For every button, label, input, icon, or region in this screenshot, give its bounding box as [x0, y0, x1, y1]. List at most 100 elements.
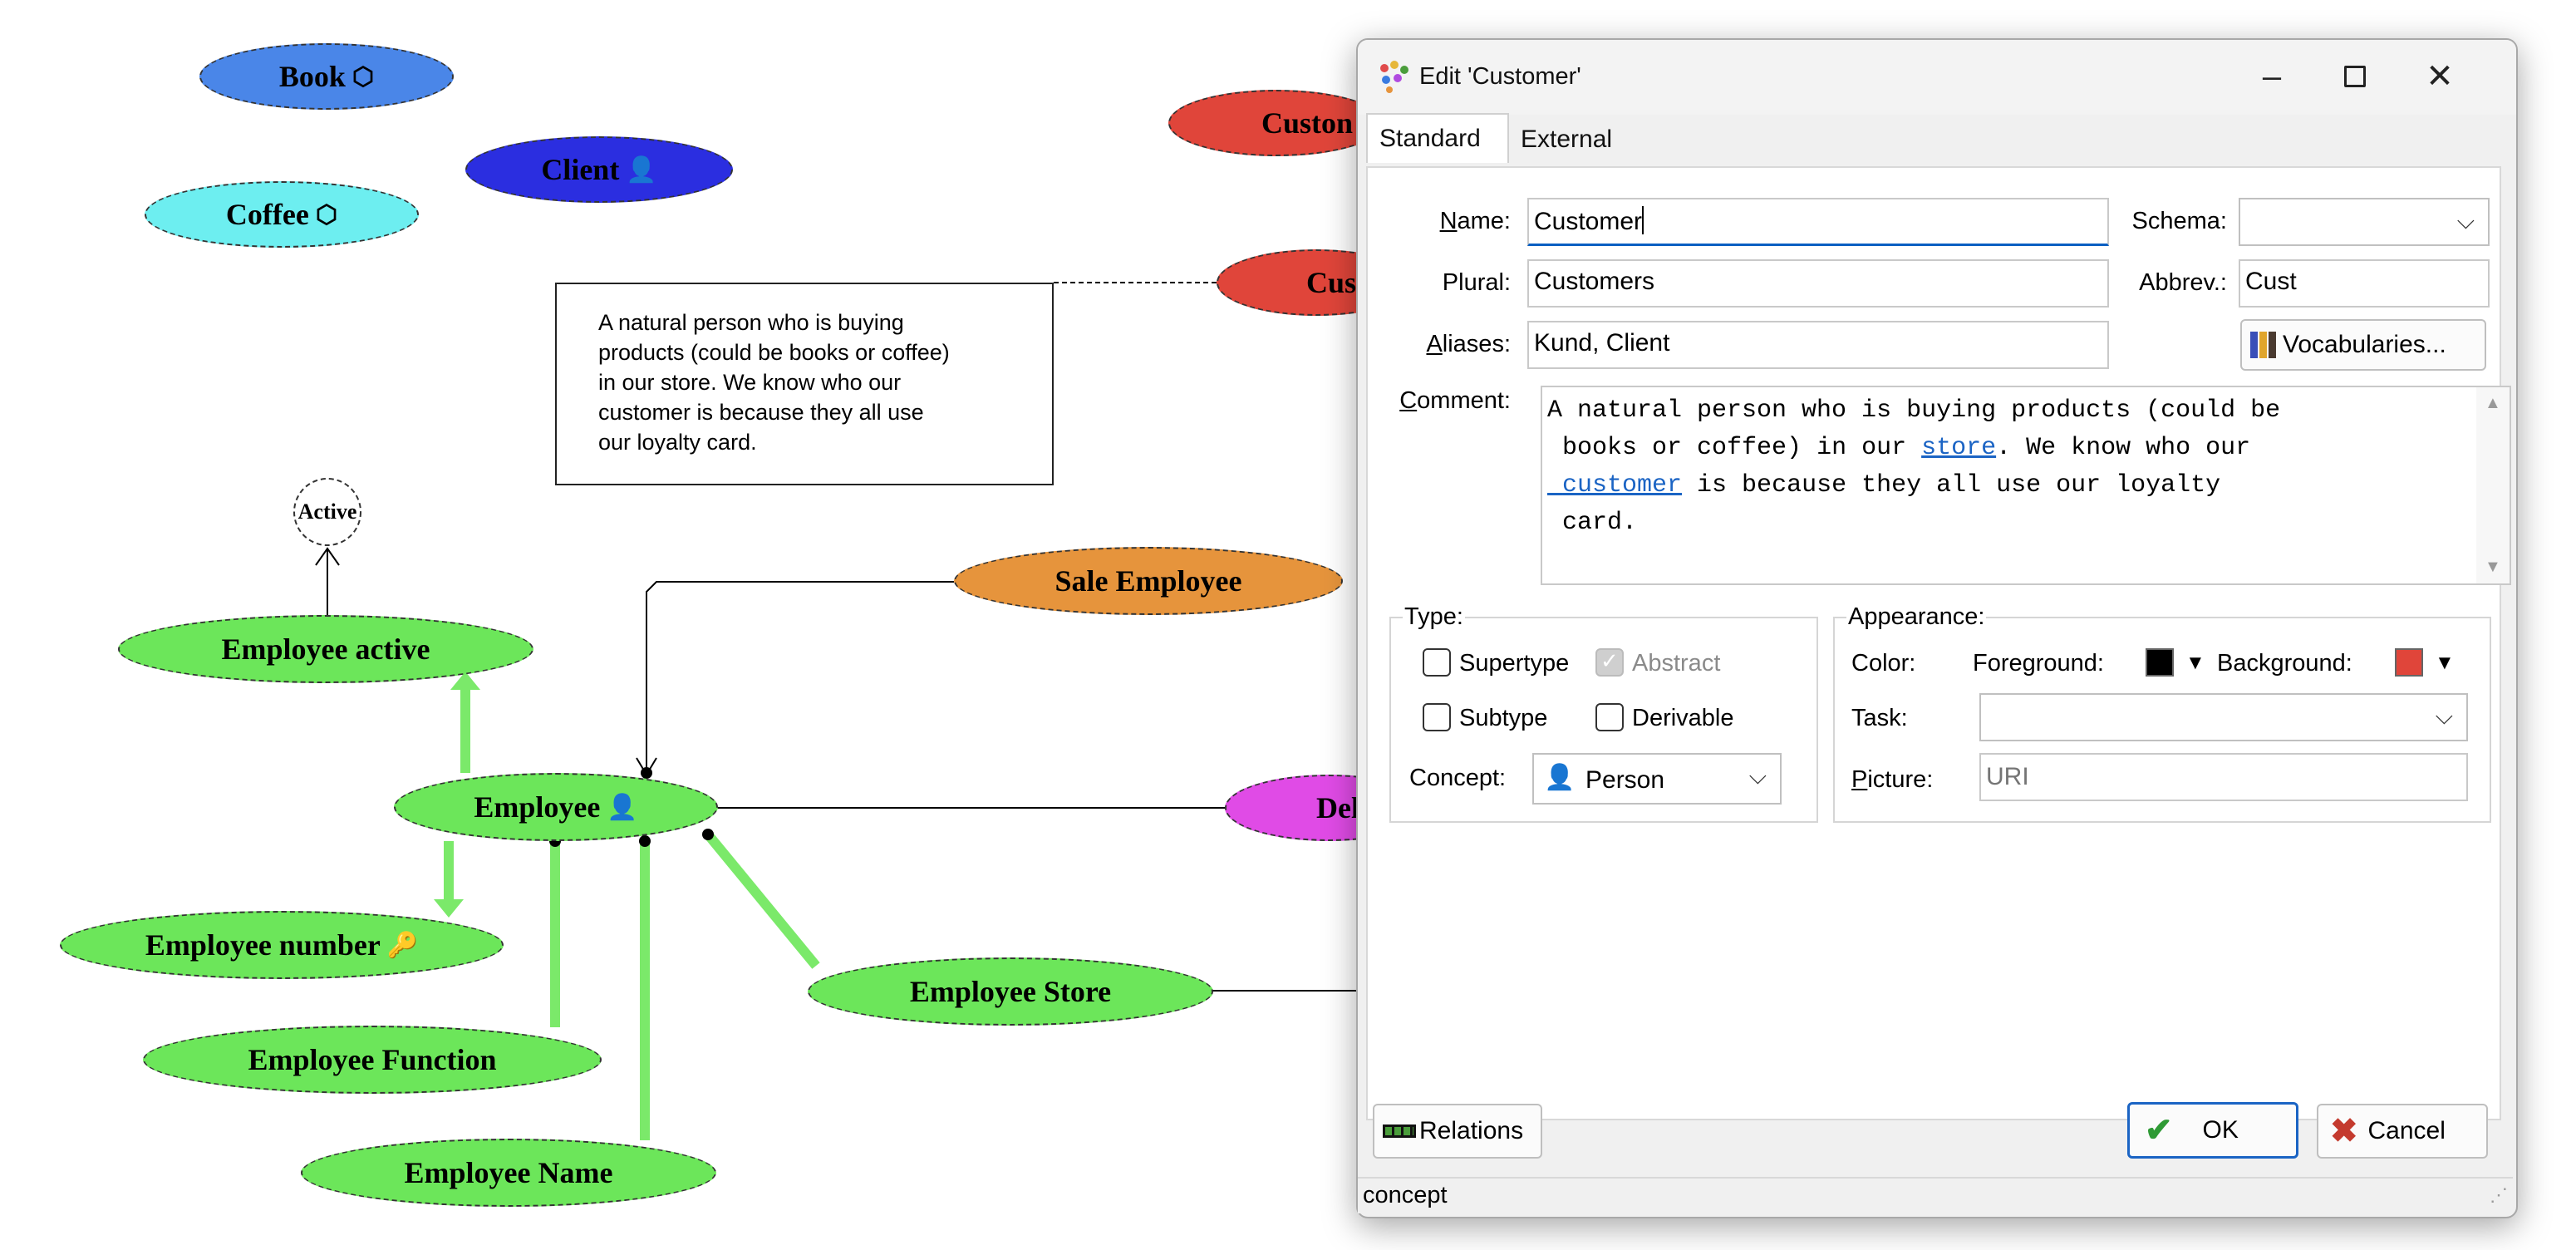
store-link[interactable]: store — [1921, 434, 1997, 462]
key-icon: 🔑 — [386, 931, 419, 959]
background-swatch[interactable] — [2395, 648, 2423, 677]
cancel-label: Cancel — [2367, 1117, 2446, 1144]
comment-textarea[interactable]: A natural person who is buying products … — [1541, 386, 2511, 585]
chevron-down-icon: ⌵ — [2456, 208, 2475, 234]
appearance-group-label: Appearance: — [1846, 603, 1987, 631]
employee-store-label: Employee Store — [909, 975, 1112, 1008]
customer-top-node[interactable]: Custon — [1168, 90, 1384, 156]
status-text: concept — [1363, 1182, 1448, 1208]
check-icon: ✓ — [1600, 648, 1619, 673]
employee-name-node[interactable]: Employee Name — [301, 1139, 716, 1207]
client-label: Client — [541, 153, 620, 186]
subtype-checkbox[interactable] — [1423, 703, 1451, 731]
task-select[interactable]: ⌵ — [1979, 693, 2468, 741]
coffee-node[interactable]: Coffee⬡ — [145, 181, 419, 248]
cube-icon: ⬡ — [351, 62, 375, 91]
person-icon: 👤 — [607, 793, 638, 821]
schema-label: Schema: — [2131, 208, 2227, 234]
employee-store-node[interactable]: Employee Store — [808, 957, 1213, 1026]
comment-scrollbar[interactable]: ▲ ▼ — [2476, 387, 2510, 583]
comment-text: A natural person who is buying products … — [1547, 396, 2281, 425]
book-node[interactable]: Book⬡ — [199, 43, 454, 110]
dialog-title: Edit 'Customer' — [1419, 63, 1581, 90]
client-node[interactable]: Client👤 — [465, 136, 733, 203]
derivable-checkbox[interactable] — [1595, 703, 1624, 731]
subtype-label: Subtype — [1459, 705, 1548, 731]
foreground-swatch[interactable] — [2146, 648, 2174, 677]
checkmark-icon: ✔ — [2145, 1112, 2173, 1149]
abbrev-value: Cust — [2245, 268, 2297, 295]
sale-employee-label: Sale Employee — [1054, 564, 1242, 598]
scroll-down-icon[interactable]: ▼ — [2485, 558, 2501, 576]
customer-mid-label: Cus — [1306, 266, 1357, 299]
foreground-label: Foreground: — [1973, 650, 2104, 677]
coffee-label: Coffee — [225, 198, 309, 231]
person-icon: 👤 — [1544, 764, 1576, 791]
comment-note[interactable]: A natural person who is buying products … — [555, 283, 1054, 485]
background-dropdown-icon[interactable]: ▼ — [2435, 652, 2455, 674]
sale-employee-node[interactable]: Sale Employee — [954, 547, 1343, 615]
minimize-button[interactable]: – — [2262, 57, 2282, 95]
foreground-dropdown-icon[interactable]: ▼ — [2185, 652, 2205, 674]
employee-name-label: Employee Name — [404, 1156, 613, 1189]
concept-value: Person — [1585, 766, 1665, 794]
employee-active-node[interactable]: Employee active — [118, 615, 533, 683]
employee-label: Employee — [474, 790, 601, 824]
picture-field[interactable] — [1979, 753, 2468, 801]
active-node-circle[interactable] — [293, 478, 361, 546]
close-icon: ✕ — [2426, 58, 2454, 95]
aliases-value: Kund, Client — [1534, 329, 1670, 357]
deliverer-label: Del — [1316, 791, 1359, 824]
concept-label: Concept: — [1409, 765, 1507, 791]
color-label: Color: — [1851, 650, 1916, 677]
abstract-checkbox[interactable]: ✓ — [1595, 648, 1624, 677]
cube-icon: ⬡ — [315, 200, 338, 229]
books-icon — [2250, 332, 2276, 358]
ok-label: OK — [2202, 1116, 2239, 1144]
employee-active-label: Employee active — [221, 632, 430, 666]
cancel-button[interactable]: ✖ Cancel — [2317, 1104, 2488, 1159]
tab-standard[interactable]: Standard — [1366, 113, 1509, 163]
note-line: customer is because they all use — [598, 400, 924, 425]
resize-grip-icon[interactable]: ⋰ — [2490, 1184, 2508, 1205]
supertype-checkbox[interactable] — [1423, 648, 1451, 677]
plural-field[interactable]: Customers — [1527, 259, 2109, 308]
note-line: A natural person who is buying — [598, 310, 904, 335]
name-field[interactable]: Customer — [1527, 198, 2109, 246]
comment-label: Comment: — [1399, 387, 1511, 414]
relations-button[interactable]: Relations — [1373, 1104, 1542, 1159]
sale-employee-edge — [646, 581, 954, 773]
concept-select[interactable]: 👤 Person ⌵ — [1532, 753, 1782, 805]
supertype-label: Supertype — [1459, 650, 1570, 677]
cross-icon: ✖ — [2330, 1113, 2358, 1149]
employee-store-edge — [704, 831, 820, 969]
tab-external[interactable]: External — [1521, 125, 1613, 153]
relations-label: Relations — [1419, 1117, 1524, 1144]
maximize-button[interactable] — [2317, 52, 2393, 101]
title-bar[interactable]: Edit 'Customer' – ✕ — [1358, 40, 2516, 115]
employee-function-node[interactable]: Employee Function — [143, 1026, 602, 1094]
abbrev-field[interactable]: Cust — [2239, 259, 2490, 308]
chevron-down-icon: ⌵ — [2435, 703, 2453, 729]
task-label: Task: — [1851, 705, 1908, 731]
vocabularies-button[interactable]: Vocabularies... — [2240, 319, 2486, 371]
picture-label: Picture: — [1851, 766, 1934, 793]
customer-top-label: Custon — [1261, 106, 1354, 140]
abbrev-label: Abbrev.: — [2139, 269, 2227, 296]
employee-number-node[interactable]: Employee number🔑 — [60, 911, 504, 979]
background-label: Background: — [2217, 650, 2352, 677]
employee-number-label: Employee number — [145, 928, 381, 962]
aliases-field[interactable]: Kund, Client — [1527, 321, 2109, 369]
maximize-icon — [2344, 66, 2366, 87]
note-line: in our store. We know who our — [598, 370, 902, 395]
ok-button[interactable]: ✔ OK — [2127, 1102, 2298, 1159]
abstract-label: Abstract — [1632, 650, 1721, 677]
close-button[interactable]: ✕ — [2401, 52, 2478, 101]
employee-node[interactable]: Employee👤 — [394, 773, 718, 841]
note-line: products (could be books or coffee) — [598, 340, 950, 365]
customer-link[interactable]: customer — [1547, 471, 1683, 500]
schema-select[interactable]: ⌵ — [2239, 198, 2490, 246]
scroll-up-icon[interactable]: ▲ — [2485, 394, 2501, 412]
plural-value: Customers — [1534, 268, 1655, 295]
